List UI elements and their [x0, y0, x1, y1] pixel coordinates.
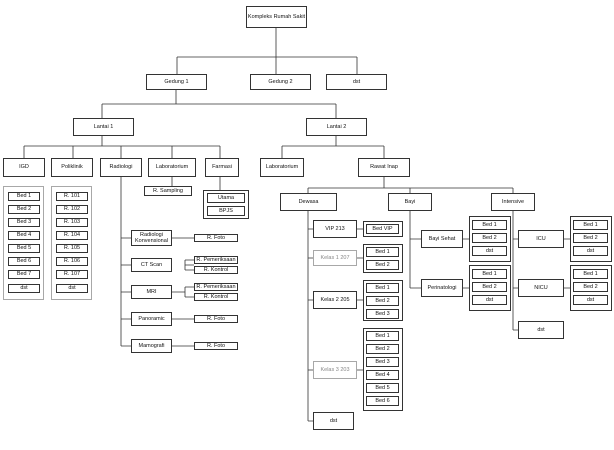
farmasi-room-bpjs[interactable]: BPJS [207, 206, 245, 216]
igd-bed-item[interactable]: Bed 7 [8, 270, 40, 279]
igd-bed-item[interactable]: Bed 5 [8, 244, 40, 253]
igd-bed-item[interactable]: Bed 2 [8, 205, 40, 214]
room-ctscan-kontrol[interactable]: R. Kontrol [194, 266, 238, 274]
kelas3-bed-item[interactable]: Bed 1 [366, 331, 399, 341]
node-laboratorium-l1[interactable]: Laboratorium [148, 158, 196, 177]
vip-bed-item[interactable]: Bed VIP [366, 224, 399, 234]
node-poliklinik[interactable]: Poliklinik [51, 158, 93, 177]
nicu-bed-item[interactable]: Bed 2 [573, 282, 608, 292]
poliklinik-room-item[interactable]: R. 105 [56, 244, 88, 253]
node-dst-gedung[interactable]: dst [326, 74, 387, 90]
icu-bed-item[interactable]: dst [573, 246, 608, 256]
node-vip-213[interactable]: VIP 213 [313, 220, 357, 238]
node-bayi[interactable]: Bayi [388, 193, 432, 211]
igd-bed-item[interactable]: Bed 6 [8, 257, 40, 266]
node-dst-intensive[interactable]: dst [518, 321, 564, 339]
nicu-bed-item[interactable]: Bed 1 [573, 269, 608, 279]
node-kelas-3-203[interactable]: Kelas 3 203 [313, 361, 357, 379]
kelas3-bed-item[interactable]: Bed 3 [366, 357, 399, 367]
node-gedung-2[interactable]: Gedung 2 [250, 74, 311, 90]
room-ctscan-pemeriksaan[interactable]: R. Pemeriksaan [194, 256, 238, 264]
perinatologi-bed-item[interactable]: dst [472, 295, 507, 305]
icu-bed-item[interactable]: Bed 2 [573, 233, 608, 243]
node-gedung-1[interactable]: Gedung 1 [146, 74, 207, 90]
perinatologi-bed-item[interactable]: Bed 1 [472, 269, 507, 279]
node-perinatologi[interactable]: Perinatologi [421, 279, 463, 297]
kelas3-bed-item[interactable]: Bed 4 [366, 370, 399, 380]
kelas3-bed-item[interactable]: Bed 6 [366, 396, 399, 406]
poliklinik-room-item[interactable]: R. 107 [56, 270, 88, 279]
node-r-sampling[interactable]: R. Sampling [144, 186, 192, 196]
poliklinik-room-item[interactable]: R. 101 [56, 192, 88, 201]
node-dst-dewasa[interactable]: dst [313, 412, 354, 430]
node-lantai-1[interactable]: Lantai 1 [73, 118, 134, 136]
room-konvensional-foto[interactable]: R. Foto [194, 234, 238, 242]
kelas3-bed-item[interactable]: Bed 5 [366, 383, 399, 393]
kelas1-bed-item[interactable]: Bed 1 [366, 247, 399, 257]
poliklinik-room-item[interactable]: R. 102 [56, 205, 88, 214]
node-kelas-2-205[interactable]: Kelas 2 205 [313, 291, 357, 309]
kelas1-bed-item[interactable]: Bed 2 [366, 260, 399, 270]
kelas2-bed-item[interactable]: Bed 1 [366, 283, 399, 293]
node-kelas-1-207[interactable]: Kelas 1 207 [313, 250, 357, 266]
poliklinik-room-item[interactable]: R. 103 [56, 218, 88, 227]
igd-beds-panel [3, 186, 44, 300]
node-icu[interactable]: ICU [518, 230, 564, 248]
kelas3-bed-item[interactable]: Bed 2 [366, 344, 399, 354]
node-mri[interactable]: MRI [131, 285, 172, 299]
node-lantai-2[interactable]: Lantai 2 [306, 118, 367, 136]
igd-bed-item[interactable]: Bed 4 [8, 231, 40, 240]
node-dewasa[interactable]: Dewasa [280, 193, 337, 211]
bayi-sehat-bed-item[interactable]: Bed 1 [472, 220, 507, 230]
room-mamografi-foto[interactable]: R. Foto [194, 342, 238, 350]
node-rawat-inap[interactable]: Rawat Inap [358, 158, 410, 177]
bayi-sehat-bed-item[interactable]: Bed 2 [472, 233, 507, 243]
farmasi-room-utama[interactable]: Utama [207, 193, 245, 203]
node-kompleks-rumah-sakit[interactable]: Kompleks Rumah Sakit [246, 6, 307, 28]
node-nicu[interactable]: NICU [518, 279, 564, 297]
igd-bed-item[interactable]: Bed 1 [8, 192, 40, 201]
perinatologi-bed-item[interactable]: Bed 2 [472, 282, 507, 292]
node-bayi-sehat[interactable]: Bayi Sehat [421, 230, 463, 248]
room-panoramic-foto[interactable]: R. Foto [194, 315, 238, 323]
igd-bed-item[interactable]: dst [8, 284, 40, 293]
kelas2-bed-item[interactable]: Bed 3 [366, 309, 399, 319]
node-radiologi-konvensional[interactable]: Radiologi Konvensional [131, 230, 172, 246]
room-mri-kontrol[interactable]: R. Kontrol [194, 293, 238, 301]
poliklinik-room-item[interactable]: dst [56, 284, 88, 293]
node-panoramic[interactable]: Panoramic [131, 312, 172, 326]
node-laboratorium-l2[interactable]: Laboratorium [260, 158, 304, 177]
node-mamografi[interactable]: Mamografi [131, 339, 172, 353]
igd-bed-item[interactable]: Bed 3 [8, 218, 40, 227]
node-igd[interactable]: IGD [3, 158, 45, 177]
poliklinik-room-item[interactable]: R. 106 [56, 257, 88, 266]
kelas2-bed-item[interactable]: Bed 2 [366, 296, 399, 306]
poliklinik-room-item[interactable]: R. 104 [56, 231, 88, 240]
node-farmasi[interactable]: Farmasi [205, 158, 239, 177]
poliklinik-rooms-panel [51, 186, 92, 300]
bayi-sehat-bed-item[interactable]: dst [472, 246, 507, 256]
icu-bed-item[interactable]: Bed 1 [573, 220, 608, 230]
node-intensive[interactable]: Intensive [491, 193, 535, 211]
room-mri-pemeriksaan[interactable]: R. Pemeriksaan [194, 283, 238, 291]
node-radiologi[interactable]: Radiologi [100, 158, 142, 177]
node-ct-scan[interactable]: CT Scan [131, 258, 172, 272]
nicu-bed-item[interactable]: dst [573, 295, 608, 305]
